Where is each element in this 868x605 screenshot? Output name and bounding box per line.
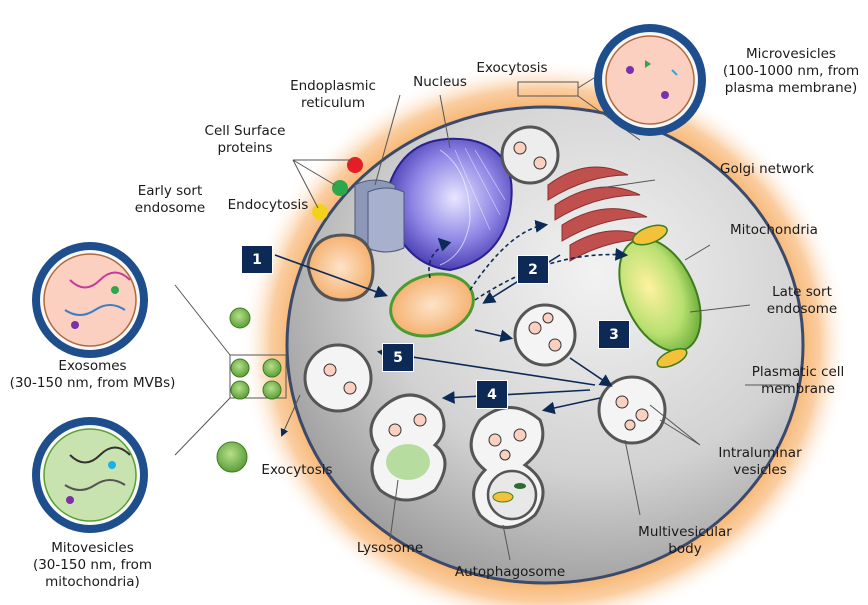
- label-er: Endoplasmic reticulum: [290, 78, 376, 111]
- endocytosis-pit: [306, 233, 375, 302]
- label-late-sort: Late sort endosome: [766, 284, 838, 317]
- step-badge-2: 2: [517, 255, 549, 284]
- label-lysosome: Lysosome: [356, 540, 424, 556]
- label-exocytosis-top: Exocytosis: [476, 60, 548, 76]
- microvesicle-illustration: [594, 24, 706, 136]
- label-mitochondria: Mitochondria: [730, 222, 818, 238]
- step-badge-5: 5: [382, 343, 414, 372]
- mitochondrion-small-1: [632, 224, 668, 246]
- early-sort-endosome: [389, 272, 475, 338]
- released-vesicles: [216, 307, 282, 473]
- label-intraluminar: Intraluminar vesicles: [718, 445, 802, 478]
- label-exosomes: Exosomes (30-150 nm, from MVBs): [9, 358, 176, 391]
- mitovesicle-illustration: [32, 417, 148, 533]
- label-plasmatic: Plasmatic cell membrane: [751, 364, 845, 397]
- mitochondrion-small-2: [656, 347, 688, 369]
- intraluminal-vesicles: [323, 141, 649, 461]
- step-badge-4: 4: [476, 380, 508, 409]
- exocytosis-vesicle: [500, 125, 560, 185]
- label-nucleus: Nucleus: [413, 74, 467, 90]
- label-golgi: Golgi network: [720, 161, 814, 177]
- leader-lines: [174, 67, 790, 561]
- label-multivesicular: Multivesicular body: [638, 524, 732, 557]
- exosome-illustration: [32, 242, 148, 358]
- label-microvesicles: Microvesicles (100-1000 nm, from plasma …: [722, 46, 860, 96]
- label-exocytosis-bottom: Exocytosis: [261, 462, 333, 478]
- step-badge-3: 3: [598, 320, 630, 349]
- nucleus-shape: [383, 137, 513, 272]
- late-sort-endosome: [513, 303, 577, 367]
- label-autophagosome: Autophagosome: [454, 564, 566, 580]
- step-badge-1: 1: [241, 245, 273, 274]
- label-endocytosis: Endocytosis: [227, 197, 309, 213]
- label-cell-surface: Cell Surface proteins: [204, 123, 286, 156]
- surface-protein-markers: [312, 157, 363, 220]
- multivesicular-body: [597, 375, 667, 445]
- label-mitovesicles: Mitovesicles (30-150 nm, from mitochondr…: [32, 540, 153, 590]
- label-early-sort: Early sort endosome: [134, 183, 206, 216]
- release-vesicle: [303, 343, 373, 413]
